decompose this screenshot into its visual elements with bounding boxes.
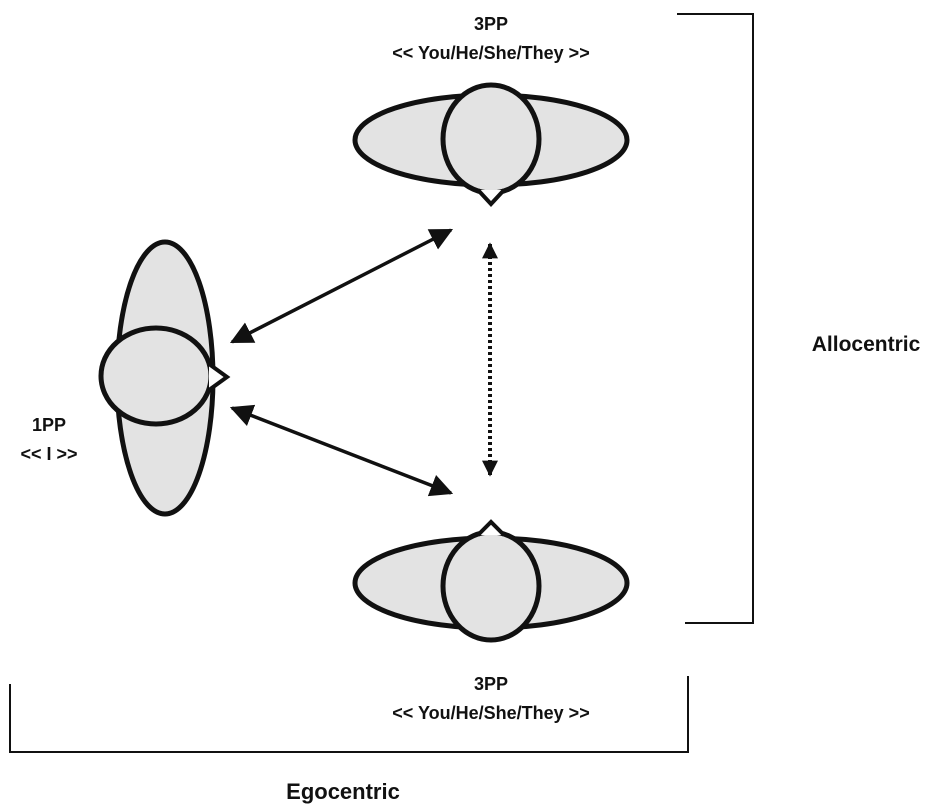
egocentric-bracket: [9, 676, 689, 753]
left-figure-nose: [207, 362, 231, 392]
left-figure-head: [98, 325, 214, 427]
bottom-figure-head: [440, 529, 542, 643]
arrow-1pp-to-top-3pp: [229, 228, 454, 344]
bottom-3pp-figure: [352, 519, 630, 643]
arrow-1pp-to-bottom-3pp: [229, 404, 454, 497]
egocentric-label: Egocentric: [286, 779, 400, 804]
top-figure-nose: [476, 188, 506, 207]
allocentric-label: Allocentric: [812, 333, 921, 356]
top-figure-head: [440, 82, 542, 196]
bottom-figure-label-line2: << You/He/She/They >>: [392, 703, 589, 723]
bottom-figure-nose: [476, 519, 506, 537]
top-figure-label-line1: 3PP: [474, 14, 508, 34]
left-1pp-figure: [98, 239, 231, 517]
top-figure-label-line2: << You/He/She/They >>: [392, 43, 589, 63]
left-figure-label-line1: 1PP: [32, 415, 66, 435]
bottom-figure-label-line1: 3PP: [474, 674, 508, 694]
top-3pp-figure: [352, 82, 630, 207]
allocentric-bracket: [677, 13, 754, 624]
left-figure-label-line2: << I >>: [20, 444, 77, 464]
